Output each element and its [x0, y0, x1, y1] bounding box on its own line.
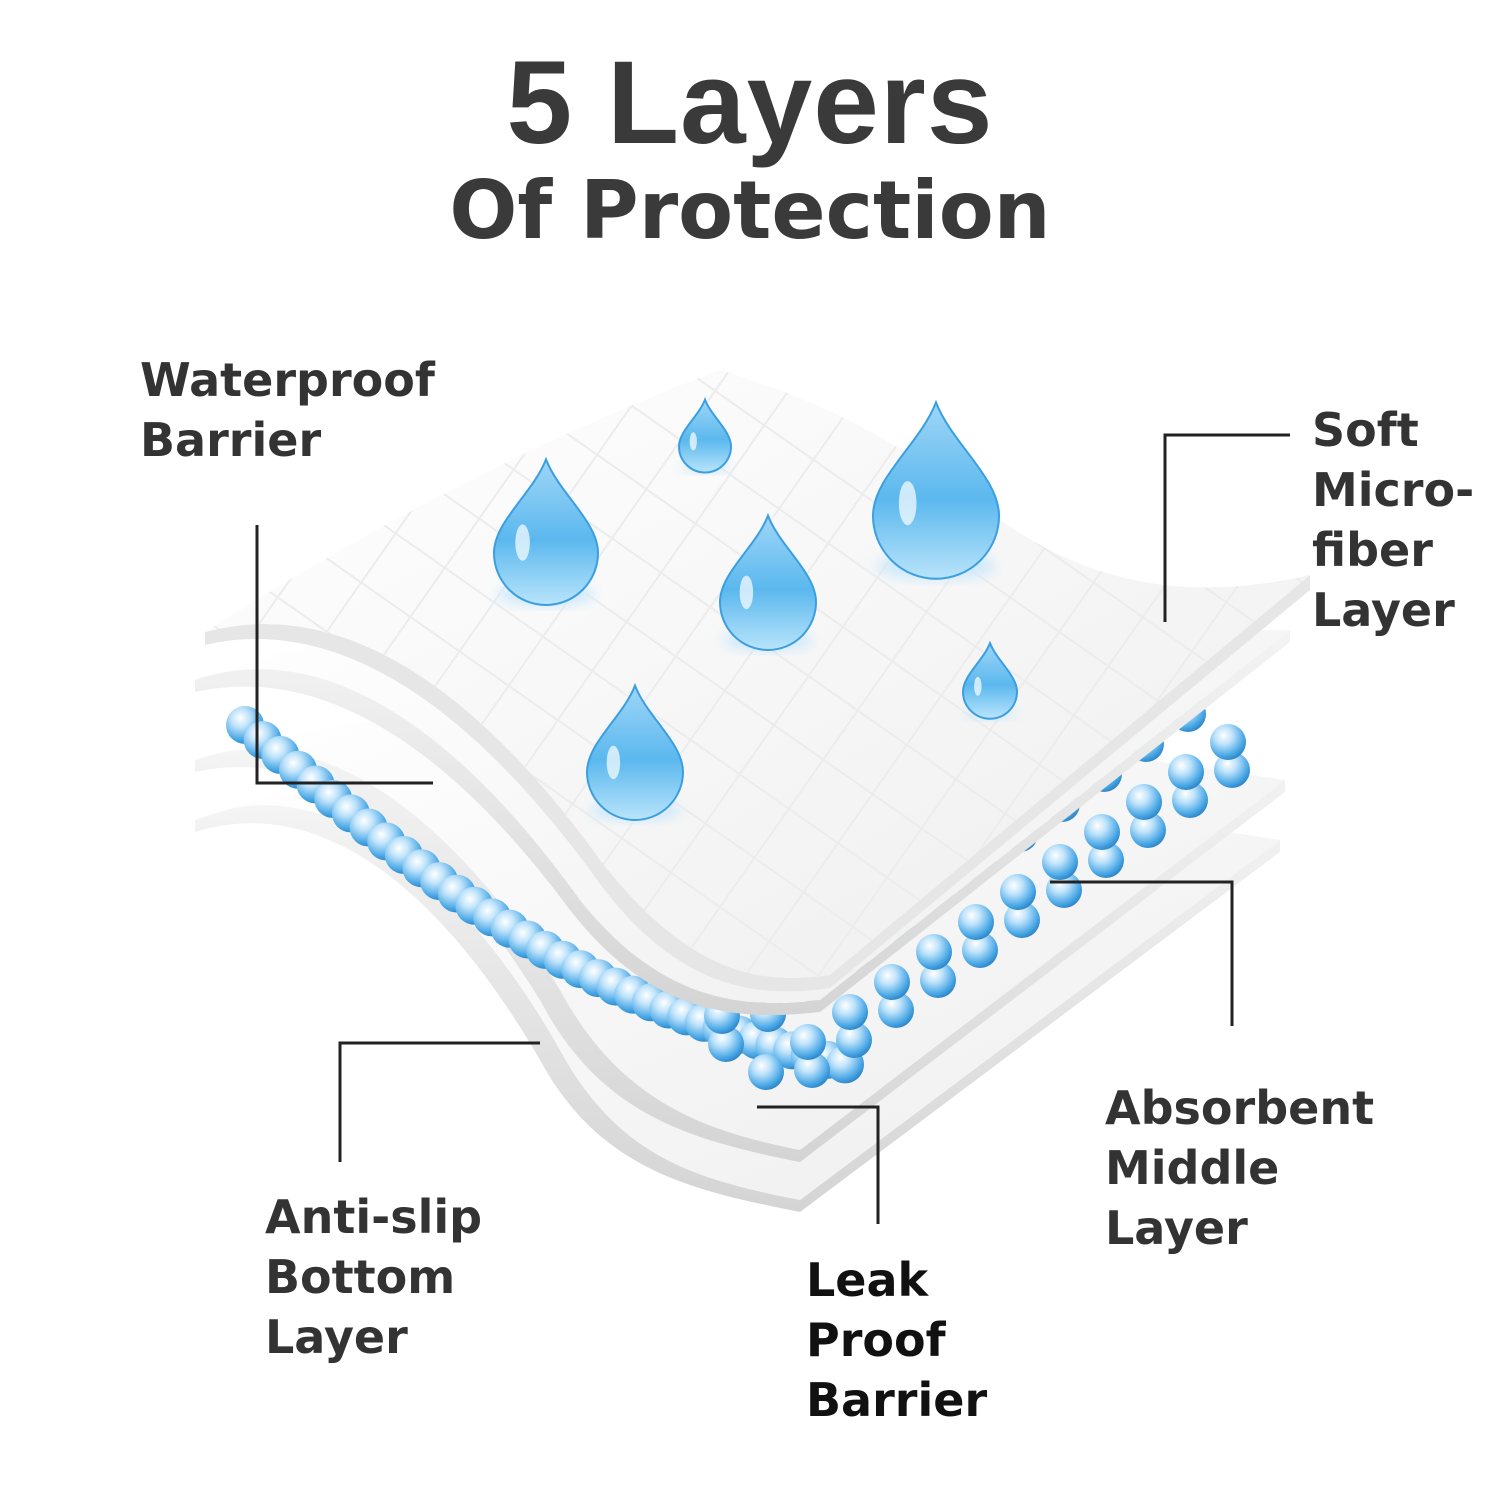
label-line: Soft: [1312, 400, 1474, 460]
label-anti-slip-bottom-layer: Anti-slip Bottom Layer: [265, 1187, 482, 1367]
label-line: Waterproof: [140, 350, 435, 410]
absorbent-bead-icon: [958, 904, 994, 940]
water-drop-icon: [873, 402, 999, 580]
label-line: Absorbent: [1105, 1078, 1374, 1138]
label-line: Proof: [806, 1310, 987, 1370]
label-line: Anti-slip: [265, 1187, 482, 1247]
absorbent-bead-icon: [1210, 724, 1246, 760]
absorbent-bead-icon: [1042, 844, 1078, 880]
label-waterproof-barrier: Waterproof Barrier: [140, 350, 435, 470]
label-line: Micro-: [1312, 460, 1474, 520]
absorbent-bead-icon: [1084, 814, 1120, 850]
label-line: Layer: [1312, 580, 1474, 640]
absorbent-bead-icon: [1168, 754, 1204, 790]
absorbent-bead-icon: [916, 934, 952, 970]
label-line: Barrier: [140, 410, 435, 470]
label-line: Barrier: [806, 1370, 987, 1430]
label-soft-microfiber-layer: Soft Micro- fiber Layer: [1312, 400, 1474, 640]
antislip-leader-line: [340, 1043, 540, 1162]
absorbent-bead-icon: [874, 964, 910, 1000]
label-line: Middle: [1105, 1138, 1374, 1198]
absorbent-bead-icon: [832, 994, 868, 1030]
label-line: Leak: [806, 1250, 987, 1310]
absorbent-bead-icon: [790, 1024, 826, 1060]
label-leak-proof-barrier: Leak Proof Barrier: [806, 1250, 987, 1430]
absorbent-bead-icon: [748, 1054, 784, 1090]
absorbent-bead-icon: [1126, 784, 1162, 820]
absorbent-bead-icon: [1000, 874, 1036, 910]
label-line: Layer: [265, 1307, 482, 1367]
label-line: Bottom: [265, 1247, 482, 1307]
label-line: Layer: [1105, 1198, 1374, 1258]
label-absorbent-middle-layer: Absorbent Middle Layer: [1105, 1078, 1374, 1258]
label-line: fiber: [1312, 520, 1474, 580]
